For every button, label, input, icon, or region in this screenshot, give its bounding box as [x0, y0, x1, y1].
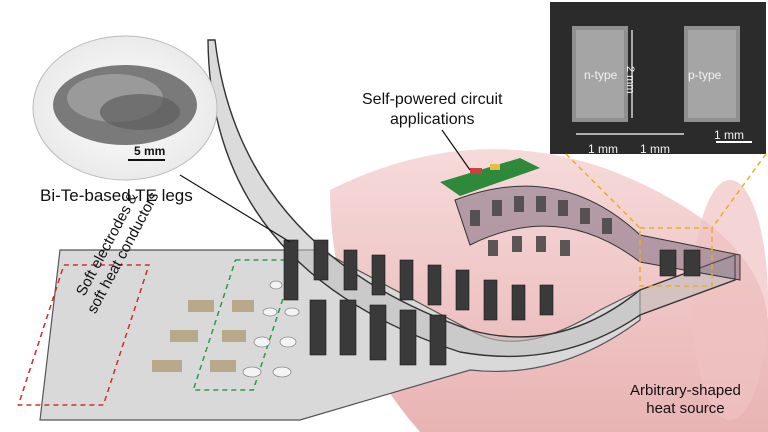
p-type-label: p-type	[688, 68, 722, 82]
circuit-board	[440, 129, 540, 196]
height-2mm-label: 2 mm	[624, 66, 636, 94]
circuit-label-line2: applications	[390, 111, 475, 128]
te-leg-array	[283, 239, 701, 366]
inset-callout	[565, 153, 767, 287]
te-legs-label: Bi-Te-based TE legs	[40, 186, 193, 205]
heat-source-label: Arbitrary-shaped heat source	[630, 382, 741, 418]
circuit-label-line1: Self-powered circuit	[362, 91, 503, 108]
wrapped-leg-array	[470, 196, 612, 256]
scale-1mm-label: 1 mm	[714, 128, 744, 142]
heat-label-line1: Arbitrary-shaped	[630, 382, 741, 399]
heat-label-line2: heat source	[646, 400, 725, 417]
conductor-region	[192, 259, 297, 391]
electrode-pads	[152, 300, 254, 372]
gap1-label: 1 mm	[588, 142, 618, 156]
micrograph-inset	[550, 2, 766, 154]
gap2-label: 1 mm	[640, 142, 670, 156]
scale-5mm-label: 5 mm	[134, 144, 166, 158]
circuit-label: Self-powered circuit applications	[362, 90, 503, 130]
heat-conductor-dots	[242, 280, 300, 378]
n-type-label: n-type	[584, 68, 618, 82]
te-legs-photo	[32, 35, 291, 243]
electrode-region	[17, 264, 150, 406]
